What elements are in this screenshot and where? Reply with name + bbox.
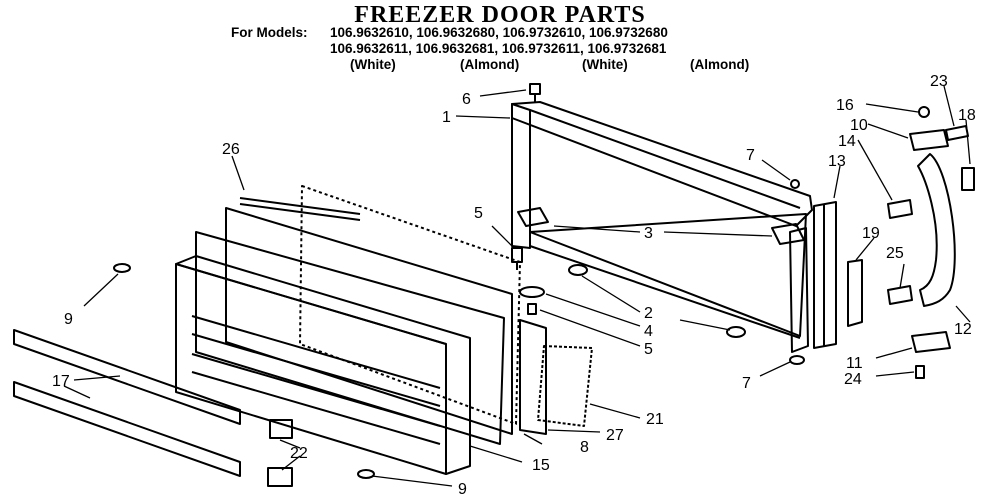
callout-14: 14: [838, 133, 856, 150]
callout-5-upper: 5: [474, 205, 483, 222]
cap-18: [961, 167, 975, 191]
callout-13: 13: [828, 153, 846, 170]
door-gasket-frame: [195, 207, 513, 445]
screw-16: [918, 106, 930, 118]
callout-10: 10: [850, 117, 868, 134]
screw-7-top: [790, 179, 800, 189]
callout-24: 24: [844, 371, 862, 388]
insulation-pad: [299, 185, 521, 425]
callout-21: 21: [646, 411, 664, 428]
finish-white-2: (White): [582, 57, 628, 72]
models-row-1: 106.9632610, 106.9632680, 106.9732610, 1…: [330, 25, 668, 40]
hinge-bracket-right: [771, 223, 805, 245]
callout-17: 17: [52, 373, 70, 390]
gasket-strip-26: [239, 197, 361, 221]
shelf-rail-upper: [13, 329, 241, 425]
callout-12: 12: [954, 321, 972, 338]
callout-3: 3: [644, 225, 653, 242]
callout-26: 26: [222, 141, 240, 158]
screw-5-lower: [527, 303, 537, 315]
diagram-title: FREEZER DOOR PARTS: [354, 2, 646, 28]
screw-24: [915, 365, 925, 379]
callout-18: 18: [958, 107, 976, 124]
callout-15: 15: [532, 457, 550, 474]
finish-almond-1: (Almond): [460, 57, 520, 72]
leader-lines: [63, 85, 971, 487]
callout-22: 22: [290, 445, 308, 462]
plug-9-bottom: [357, 469, 375, 479]
callout-23: 23: [930, 73, 948, 90]
callout-4: 4: [644, 323, 653, 340]
callout-11: 11: [846, 355, 863, 372]
callout-labels: 1 2 3 4 5 5 6 7 7 8 9 9 10 11 12 13 14 1…: [52, 73, 976, 498]
callout-6: 6: [462, 91, 471, 108]
callout-2: 2: [644, 305, 653, 322]
door-handle-12: [917, 153, 956, 307]
plug-2-right: [726, 326, 746, 338]
rail-end-cap-lower: [267, 467, 293, 487]
hinge-top-10: [909, 129, 949, 151]
outer-door-panel: [511, 101, 813, 353]
models-prefix: For Models:: [231, 25, 308, 40]
finish-white-1: (White): [350, 57, 396, 72]
models-row-2: 106.9632611, 106.9632681, 106.9732611, 1…: [330, 41, 667, 56]
side-insulation-21: [537, 345, 593, 427]
callout-25: 25: [886, 245, 904, 262]
callout-8: 8: [580, 439, 589, 456]
finish-almond-2: (Almond): [690, 57, 750, 72]
callout-9-left: 9: [64, 311, 73, 328]
callout-19: 19: [862, 225, 880, 242]
shim-23: [945, 125, 969, 141]
callout-1: 1: [442, 109, 451, 126]
handle-insert-19: [847, 259, 863, 327]
plug-2-left: [568, 264, 588, 276]
callout-7-top: 7: [746, 147, 755, 164]
hinge-bracket-left: [517, 207, 549, 227]
callout-16: 16: [836, 97, 854, 114]
rail-end-cap-upper: [269, 419, 293, 439]
inner-door-liner: [175, 255, 471, 475]
shelf-rail-lower: [13, 381, 241, 477]
hinge-bottom-11: [911, 331, 951, 353]
handle-bracket-25: [887, 285, 913, 305]
screw-7-bottom: [789, 355, 805, 365]
plug-9-left: [113, 263, 131, 273]
callout-7-bottom: 7: [742, 375, 751, 392]
handle-trim-13: [813, 201, 837, 349]
callout-5-lower: 5: [644, 341, 653, 358]
handle-bracket-14: [887, 199, 913, 219]
washer-4: [519, 286, 545, 298]
callout-9-bottom: 9: [458, 481, 467, 498]
side-strip-27: [519, 319, 547, 435]
callout-27: 27: [606, 427, 624, 444]
top-screw-6: [529, 83, 541, 102]
